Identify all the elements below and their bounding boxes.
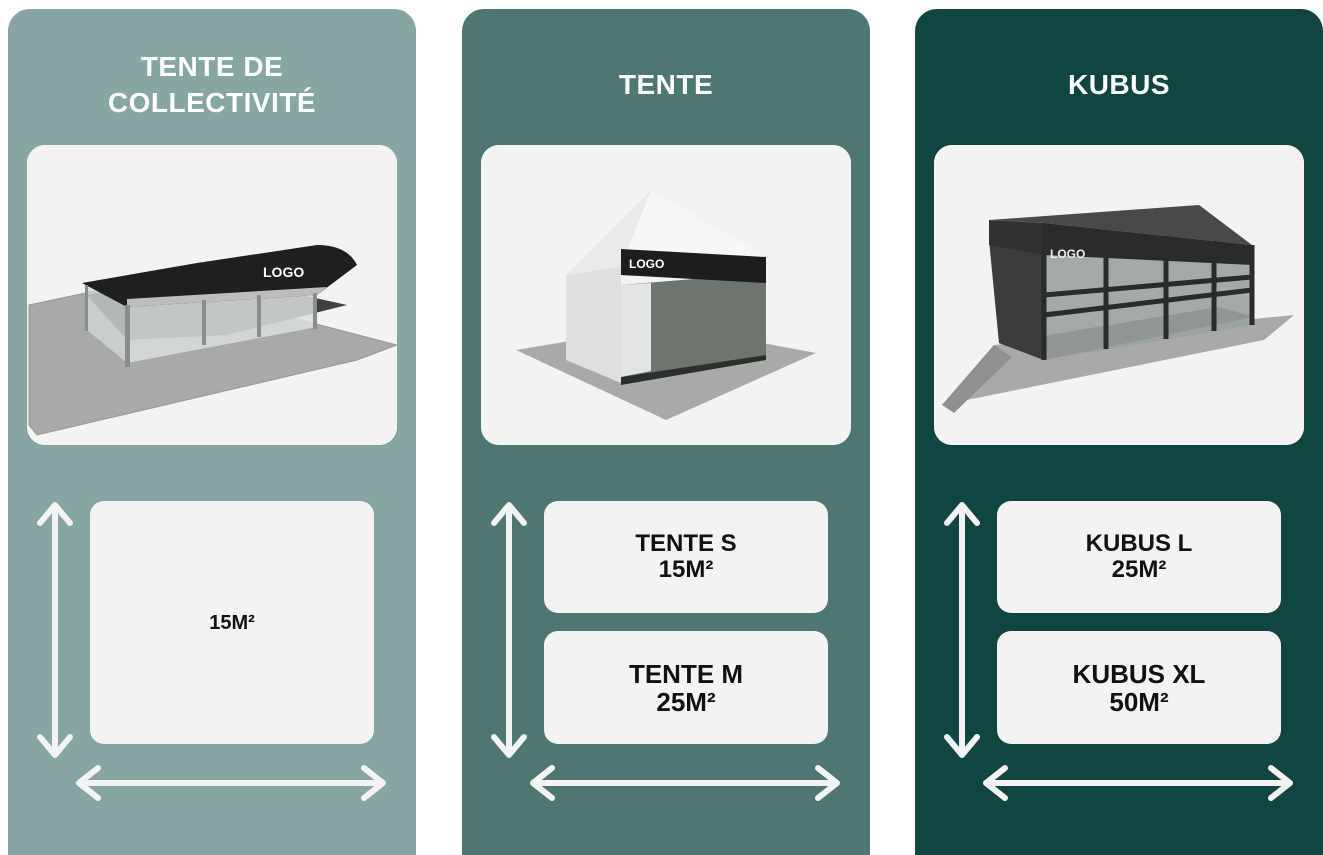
size-option-area: 25M² bbox=[1111, 556, 1167, 583]
product-card-tent: TENTE LOGO TENTE S 15M² TENTE M 25M² bbox=[462, 9, 870, 855]
product-card-kubus: KUBUS LOGO bbox=[915, 9, 1323, 855]
size-option-box: KUBUS XL 50M² bbox=[997, 631, 1281, 744]
product-card-community-tent: TENTE DE COLLECTIVITÉ LOGO 15M² bbox=[8, 9, 416, 855]
size-option-name: TENTE M bbox=[628, 658, 744, 689]
tent-image: LOGO bbox=[481, 145, 851, 445]
size-option-box: TENTE S 15M² bbox=[544, 501, 828, 613]
card-title: TENTE bbox=[618, 69, 714, 100]
size-option-name: TENTE S bbox=[635, 530, 737, 557]
size-option-name: KUBUS XL bbox=[1072, 658, 1206, 689]
size-option-area: 15M² bbox=[658, 556, 714, 583]
dimension-arrows-icon bbox=[944, 502, 1293, 801]
svg-text:LOGO: LOGO bbox=[629, 257, 664, 271]
kubus-image: LOGO bbox=[934, 145, 1304, 445]
svg-text:LOGO: LOGO bbox=[263, 264, 304, 280]
size-option-box: 15M² bbox=[90, 501, 374, 744]
dimension-arrows-icon bbox=[491, 502, 840, 801]
card-title: TENTE DE COLLECTIVITÉ bbox=[107, 51, 317, 118]
community-tent-image: LOGO bbox=[27, 145, 397, 445]
size-option-box: TENTE M 25M² bbox=[544, 631, 828, 744]
svg-text:LOGO: LOGO bbox=[1050, 247, 1085, 261]
dimension-arrows-icon bbox=[37, 502, 386, 801]
size-option-area: 50M² bbox=[1109, 686, 1169, 717]
size-option-area: 25M² bbox=[656, 686, 716, 717]
size-option-name: KUBUS L bbox=[1085, 530, 1193, 557]
card-title: KUBUS bbox=[1067, 69, 1171, 100]
size-option-box: KUBUS L 25M² bbox=[997, 501, 1281, 613]
size-option-area: 15M² bbox=[209, 611, 255, 634]
